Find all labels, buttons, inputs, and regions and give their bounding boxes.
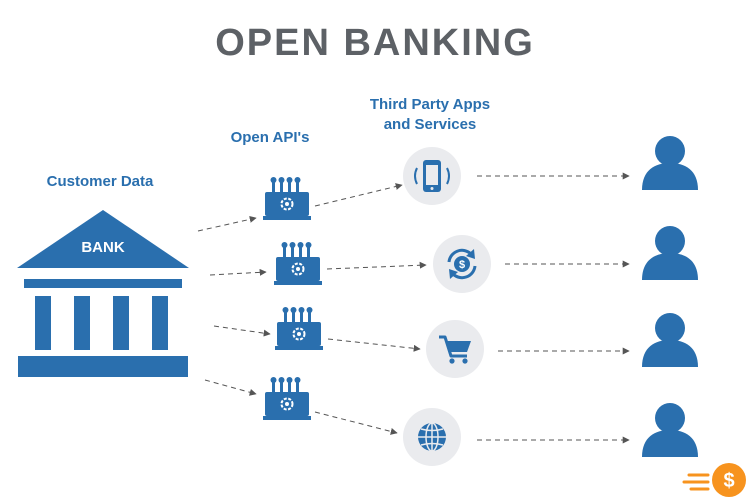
api-chip-icon [274, 306, 324, 351]
svg-text:$: $ [459, 259, 465, 271]
shopping-cart-icon [439, 335, 471, 364]
user-icon [642, 136, 698, 190]
smartphone-icon [414, 160, 450, 192]
dollar-logo-icon: $ [682, 463, 746, 497]
api-to-service-arrows [314, 183, 427, 435]
currency-exchange-icon: $ [447, 248, 477, 280]
globe-icon [418, 422, 446, 452]
bank-building-icon: BANK [17, 210, 189, 377]
api-chip-icon [262, 376, 312, 421]
page-title: OPEN BANKING [215, 22, 535, 64]
user-icon [642, 226, 698, 280]
api-chip-icon [273, 241, 323, 286]
user-icon [642, 403, 698, 457]
svg-text:$: $ [723, 470, 734, 492]
third-party-label-line2: and Services [383, 116, 477, 133]
service-to-user-arrows [477, 172, 630, 444]
bank-to-api-arrows [197, 215, 271, 396]
user-icon [642, 313, 698, 367]
open-apis-label: Open API's [230, 129, 310, 146]
customer-data-label: Customer Data [46, 173, 154, 190]
bank-label: BANK [81, 239, 124, 256]
third-party-label-line1: Third Party Apps [369, 96, 491, 113]
api-chip-icon [262, 176, 312, 221]
